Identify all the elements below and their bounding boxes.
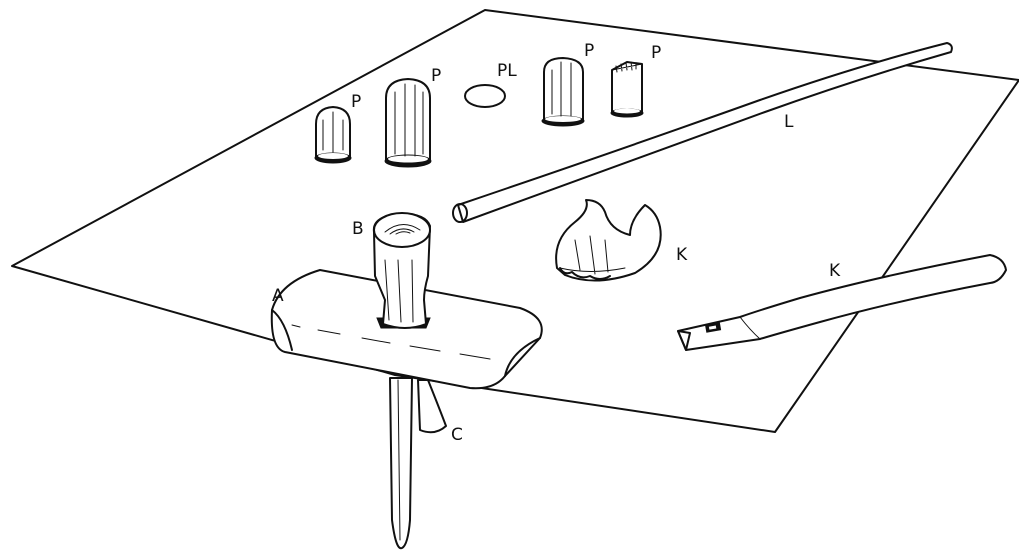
- label-p3: P: [584, 41, 594, 61]
- peg-middle: [542, 58, 584, 126]
- label-a: A: [272, 286, 284, 306]
- tool-assembly-a: [272, 213, 542, 548]
- peg-tall: [385, 79, 431, 167]
- label-p4: P: [651, 43, 661, 63]
- label-k2: K: [829, 261, 841, 281]
- label-c: C: [451, 425, 463, 445]
- scraper-k: [556, 200, 661, 281]
- label-p1: P: [351, 92, 361, 112]
- peg-small-left: [315, 107, 351, 163]
- label-l: L: [784, 112, 794, 132]
- rod-l: [453, 43, 952, 222]
- label-pl: PL: [497, 61, 517, 81]
- disc-pl: [465, 85, 505, 107]
- peg-cut-right: [611, 62, 643, 117]
- label-k1: K: [676, 245, 688, 265]
- label-p2: P: [431, 66, 441, 86]
- label-b: B: [352, 219, 364, 239]
